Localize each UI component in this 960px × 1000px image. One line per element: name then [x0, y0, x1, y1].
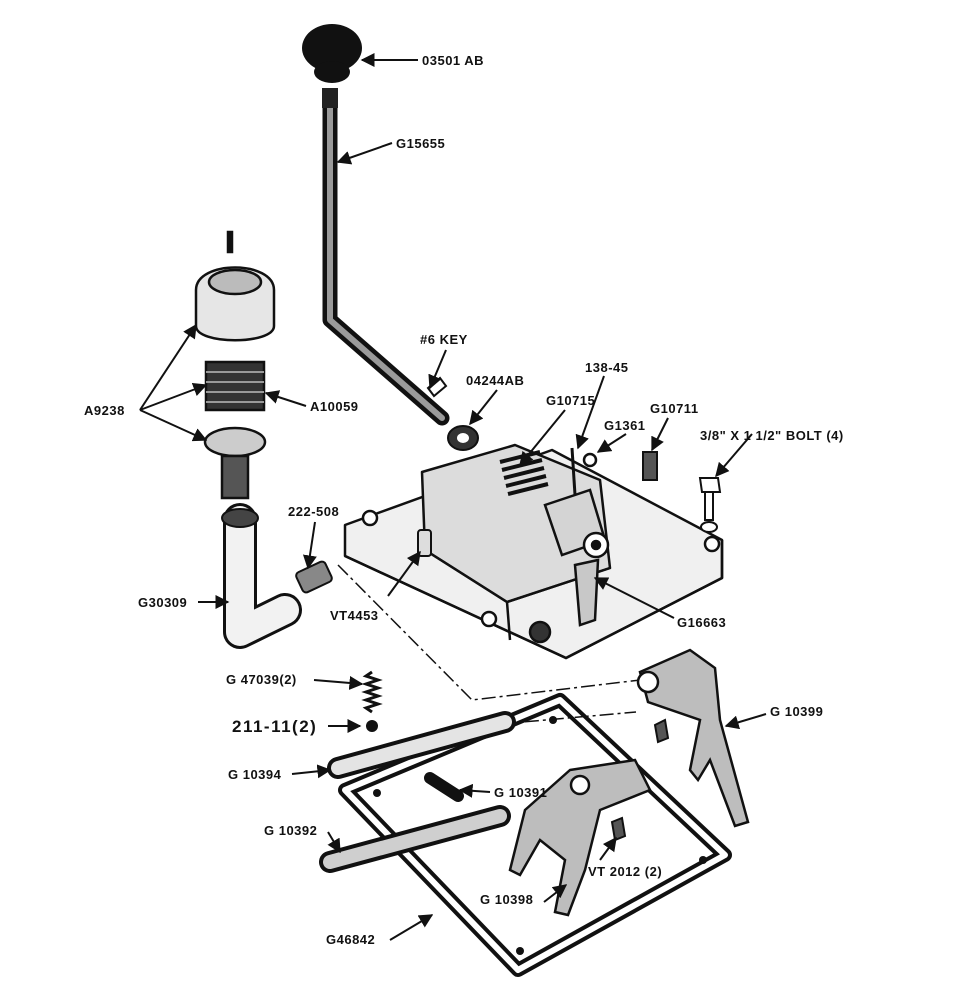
label-a9238: A9238: [84, 403, 125, 418]
label-211-11: 211-11(2): [232, 717, 317, 736]
label-g10711: G10711: [650, 401, 699, 416]
assembly-a9238-drawing: [194, 230, 276, 500]
label-g10398: G 10398: [480, 892, 533, 907]
shift-rail-g10392-drawing: [319, 805, 511, 873]
label-g10394: G 10394: [228, 767, 282, 782]
label-g15655: G15655: [396, 136, 445, 151]
label-g10392: G 10392: [264, 823, 317, 838]
label-vt4453: VT4453: [330, 608, 379, 623]
set-screw-vt2012-drawing: [610, 718, 670, 842]
interlock-pin-drawing: [424, 772, 464, 802]
shift-fork-g10398-drawing: [508, 758, 652, 917]
label-vt2012: VT 2012 (2): [588, 864, 662, 879]
part-labels: 03501 AB G15655 #6 KEY 04244AB 138-45 G1…: [84, 53, 844, 947]
rocker-g16663-drawing: [543, 447, 610, 627]
washer-drawing: [447, 425, 479, 451]
elbow-tube-drawing: [221, 503, 302, 649]
label-g46842: G46842: [326, 932, 375, 947]
spring-g47039-drawing: [361, 670, 383, 714]
bolt-drawing: [698, 477, 722, 533]
label-g16663: G16663: [677, 615, 726, 630]
label-g10715: G10715: [546, 393, 595, 408]
label-g1361: G1361: [604, 418, 646, 433]
pin-g10711-drawing: [642, 451, 658, 481]
shift-lever-drawing: [302, 24, 450, 426]
shift-rail-g10394-drawing: [327, 711, 516, 779]
fitting-222-508-drawing: [295, 560, 333, 594]
label-a10059: A10059: [310, 399, 359, 414]
label-04244ab: 04244AB: [466, 373, 524, 388]
label-222-508: 222-508: [288, 504, 339, 519]
alignment-lines: [337, 564, 641, 725]
shifter-housing-drawing: [343, 443, 724, 660]
label-g30309: G30309: [138, 595, 187, 610]
label-03501ab: 03501 AB: [422, 53, 484, 68]
label-g47039: G 47039(2): [226, 672, 297, 687]
label-g10391: G 10391: [494, 785, 547, 800]
label-bolt: 3/8" X 1 1/2" BOLT (4): [700, 428, 844, 443]
shift-fork-g10399-drawing: [636, 648, 750, 828]
label-key6: #6 KEY: [420, 332, 468, 347]
label-g10399: G 10399: [770, 704, 823, 719]
leader-lines: [139, 53, 767, 941]
ball-211-11-drawing: [366, 720, 378, 732]
label-138-45: 138-45: [585, 360, 628, 375]
pin-vt4453-drawing: [417, 529, 432, 557]
